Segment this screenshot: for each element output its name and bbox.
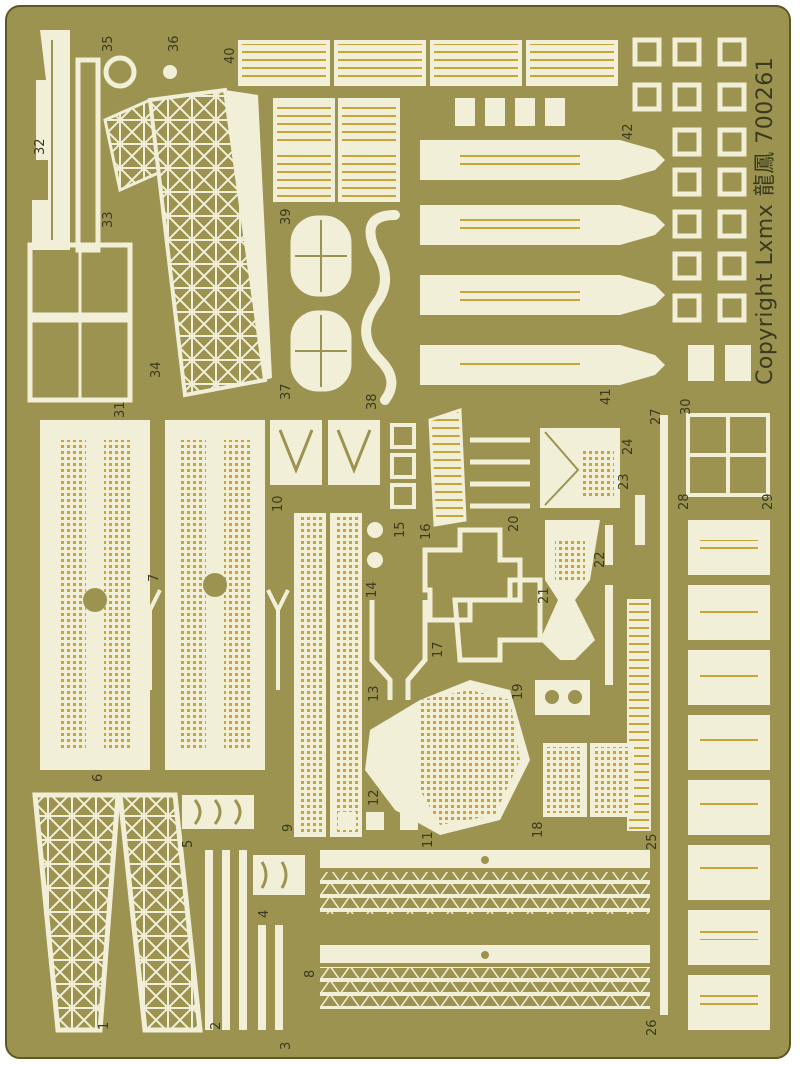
part-label-32: 32 [33, 138, 48, 155]
part-10-brackets [270, 420, 380, 485]
part-label-9: 9 [281, 824, 296, 832]
copyright-text: Copyright Lxmx 龍鳳 700261 [753, 57, 778, 385]
part-label-34: 34 [149, 361, 164, 378]
part-31-frames [27, 242, 133, 403]
part-label-10: 10 [271, 495, 286, 512]
part-16-panels [428, 407, 467, 527]
part-3-rods [258, 925, 283, 1030]
part-label-33: 33 [101, 211, 116, 228]
part-label-29: 29 [761, 493, 776, 510]
part-41-barrels [420, 140, 665, 385]
part-label-1: 1 [97, 1022, 112, 1030]
part-18-mesh-panels [543, 743, 634, 817]
part-label-18: 18 [531, 821, 546, 838]
part-38-pipe [361, 210, 400, 405]
part-22-strips [605, 525, 613, 685]
part-label-41: 41 [599, 388, 614, 405]
part-1-truss-tower [32, 792, 203, 1033]
barrel [420, 205, 665, 245]
part-35-ring [103, 55, 137, 89]
part-9-ladders [294, 513, 362, 837]
part-label-38: 38 [365, 393, 380, 410]
part-label-3: 3 [279, 1042, 294, 1050]
part-40-ladders [238, 40, 618, 86]
part-label-13: 13 [367, 685, 382, 702]
part-24-grille [540, 428, 620, 508]
part-8-railings [320, 850, 650, 1009]
small-square-fittings [632, 37, 751, 381]
part-label-37: 37 [279, 383, 294, 400]
part-15-squares [390, 423, 416, 509]
part-label-40: 40 [223, 47, 238, 64]
part-label-15: 15 [393, 521, 408, 538]
part-5-hooks [182, 795, 254, 829]
part-21-bracket [540, 520, 600, 660]
part-6-deck-left [40, 420, 150, 770]
part-29-panels [688, 520, 770, 1030]
part-label-26: 26 [645, 1019, 660, 1036]
part-label-8: 8 [303, 970, 318, 978]
part-20-pins [470, 437, 530, 509]
part-label-7: 7 [147, 574, 162, 582]
part-33-frame [75, 57, 101, 253]
part-2-rods [205, 850, 247, 1030]
part-label-4: 4 [257, 910, 272, 918]
barrel [420, 345, 665, 385]
part-23-strip [635, 495, 645, 545]
part-label-20: 20 [507, 515, 522, 532]
part-label-21: 21 [537, 587, 552, 604]
part-label-14: 14 [365, 581, 380, 598]
part-32-deck-strip [32, 30, 70, 250]
part-label-23: 23 [617, 473, 632, 490]
part-number-labels: 1 2 3 4 5 6 7 8 9 10 11 12 13 14 15 16 1… [33, 35, 776, 1050]
part-label-2: 2 [209, 1022, 224, 1030]
part-label-5: 5 [181, 840, 196, 848]
part-label-12: 12 [367, 789, 382, 806]
part-label-17: 17 [431, 641, 446, 658]
part-14-discs [367, 522, 383, 568]
part-label-22: 22 [593, 551, 608, 568]
part-label-16: 16 [419, 523, 434, 540]
part-7-deck-right [165, 420, 265, 770]
part-label-30: 30 [679, 398, 694, 415]
barrel [420, 275, 665, 315]
part-13-clamps [369, 600, 428, 700]
part-label-31: 31 [113, 401, 128, 418]
part-37-hatches [289, 214, 353, 393]
part-34-curved-panels [103, 87, 272, 398]
part-39-brackets [273, 98, 400, 202]
part-label-19: 19 [511, 683, 526, 700]
part-label-25: 25 [645, 833, 660, 850]
part-36-disc [163, 65, 177, 79]
part-label-39: 39 [279, 208, 294, 225]
part-4-hooks [253, 855, 305, 895]
part-11-clips [338, 812, 418, 830]
part-7-y-struts [138, 589, 290, 690]
part-label-35: 35 [101, 35, 116, 52]
part-label-6: 6 [91, 774, 106, 782]
part-19-assembly [535, 680, 590, 715]
barrel [420, 140, 665, 180]
part-label-36: 36 [167, 35, 182, 52]
part-27-rail [660, 415, 668, 1015]
part-label-24: 24 [621, 438, 636, 455]
part-label-27: 27 [649, 408, 664, 425]
part-label-28: 28 [677, 493, 692, 510]
part-12-bridge [365, 680, 530, 835]
part-label-42: 42 [621, 123, 636, 140]
part-label-11: 11 [421, 831, 436, 848]
part-42-fittings [455, 98, 565, 126]
part-30-bracket [686, 413, 770, 497]
